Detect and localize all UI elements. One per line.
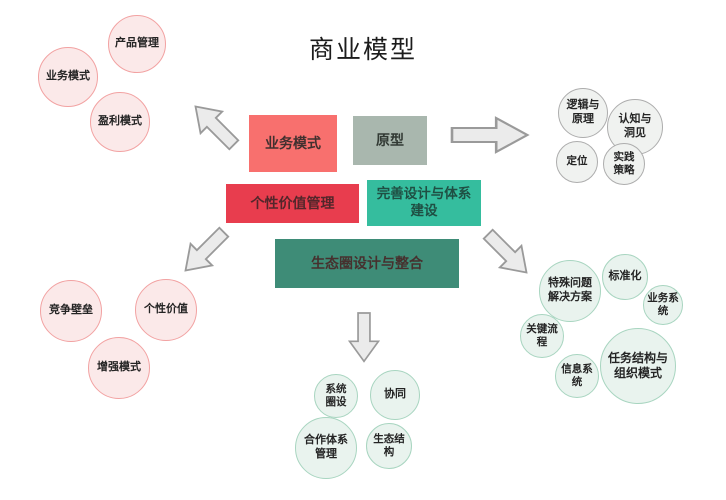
node-ecosystem-structure: 生态结 构 xyxy=(366,423,412,469)
box-business-model: 业务模式 xyxy=(249,115,337,172)
node-standardization: 标准化 xyxy=(602,254,648,300)
box-system-design: 完善设计与体系 建设 xyxy=(367,180,481,226)
node-personal-value: 个性价值 xyxy=(135,279,197,341)
box-prototype: 原型 xyxy=(353,116,427,165)
node-task-structure: 任务结构与 组织模式 xyxy=(600,328,676,404)
box-personal-value-management: 个性价值管理 xyxy=(226,184,359,223)
node-logic-principle: 逻辑与 原理 xyxy=(558,88,608,138)
arrow-down-left-icon xyxy=(171,219,236,284)
node-enhanced-model: 增强模式 xyxy=(88,337,150,399)
node-business-model: 业务模式 xyxy=(38,47,98,107)
arrow-up-left-icon xyxy=(181,92,246,157)
node-key-process: 关键流 程 xyxy=(520,314,564,358)
page-title: 商业模型 xyxy=(308,36,417,64)
node-profit-model: 盈利模式 xyxy=(90,92,150,152)
arrow-right-icon xyxy=(450,115,530,155)
arrow-down-right-icon xyxy=(475,221,540,286)
node-synergy: 协同 xyxy=(370,370,420,420)
node-business-system: 业务系 统 xyxy=(643,285,683,325)
node-system-circle: 系统 圈设 xyxy=(314,374,358,418)
box-ecosystem-design: 生态圈设计与整合 xyxy=(275,239,459,288)
node-product-management: 产品管理 xyxy=(108,15,166,73)
node-competitive-barrier: 竞争壁垒 xyxy=(40,280,102,342)
node-cooperation-system: 合作体系 管理 xyxy=(295,417,357,479)
node-info-system: 信息系 统 xyxy=(555,354,599,398)
node-positioning: 定位 xyxy=(556,141,598,183)
node-special-solutions: 特殊问题 解决方案 xyxy=(539,260,601,322)
node-practice-strategy: 实践 策略 xyxy=(603,143,645,185)
arrow-down-icon xyxy=(347,312,381,363)
